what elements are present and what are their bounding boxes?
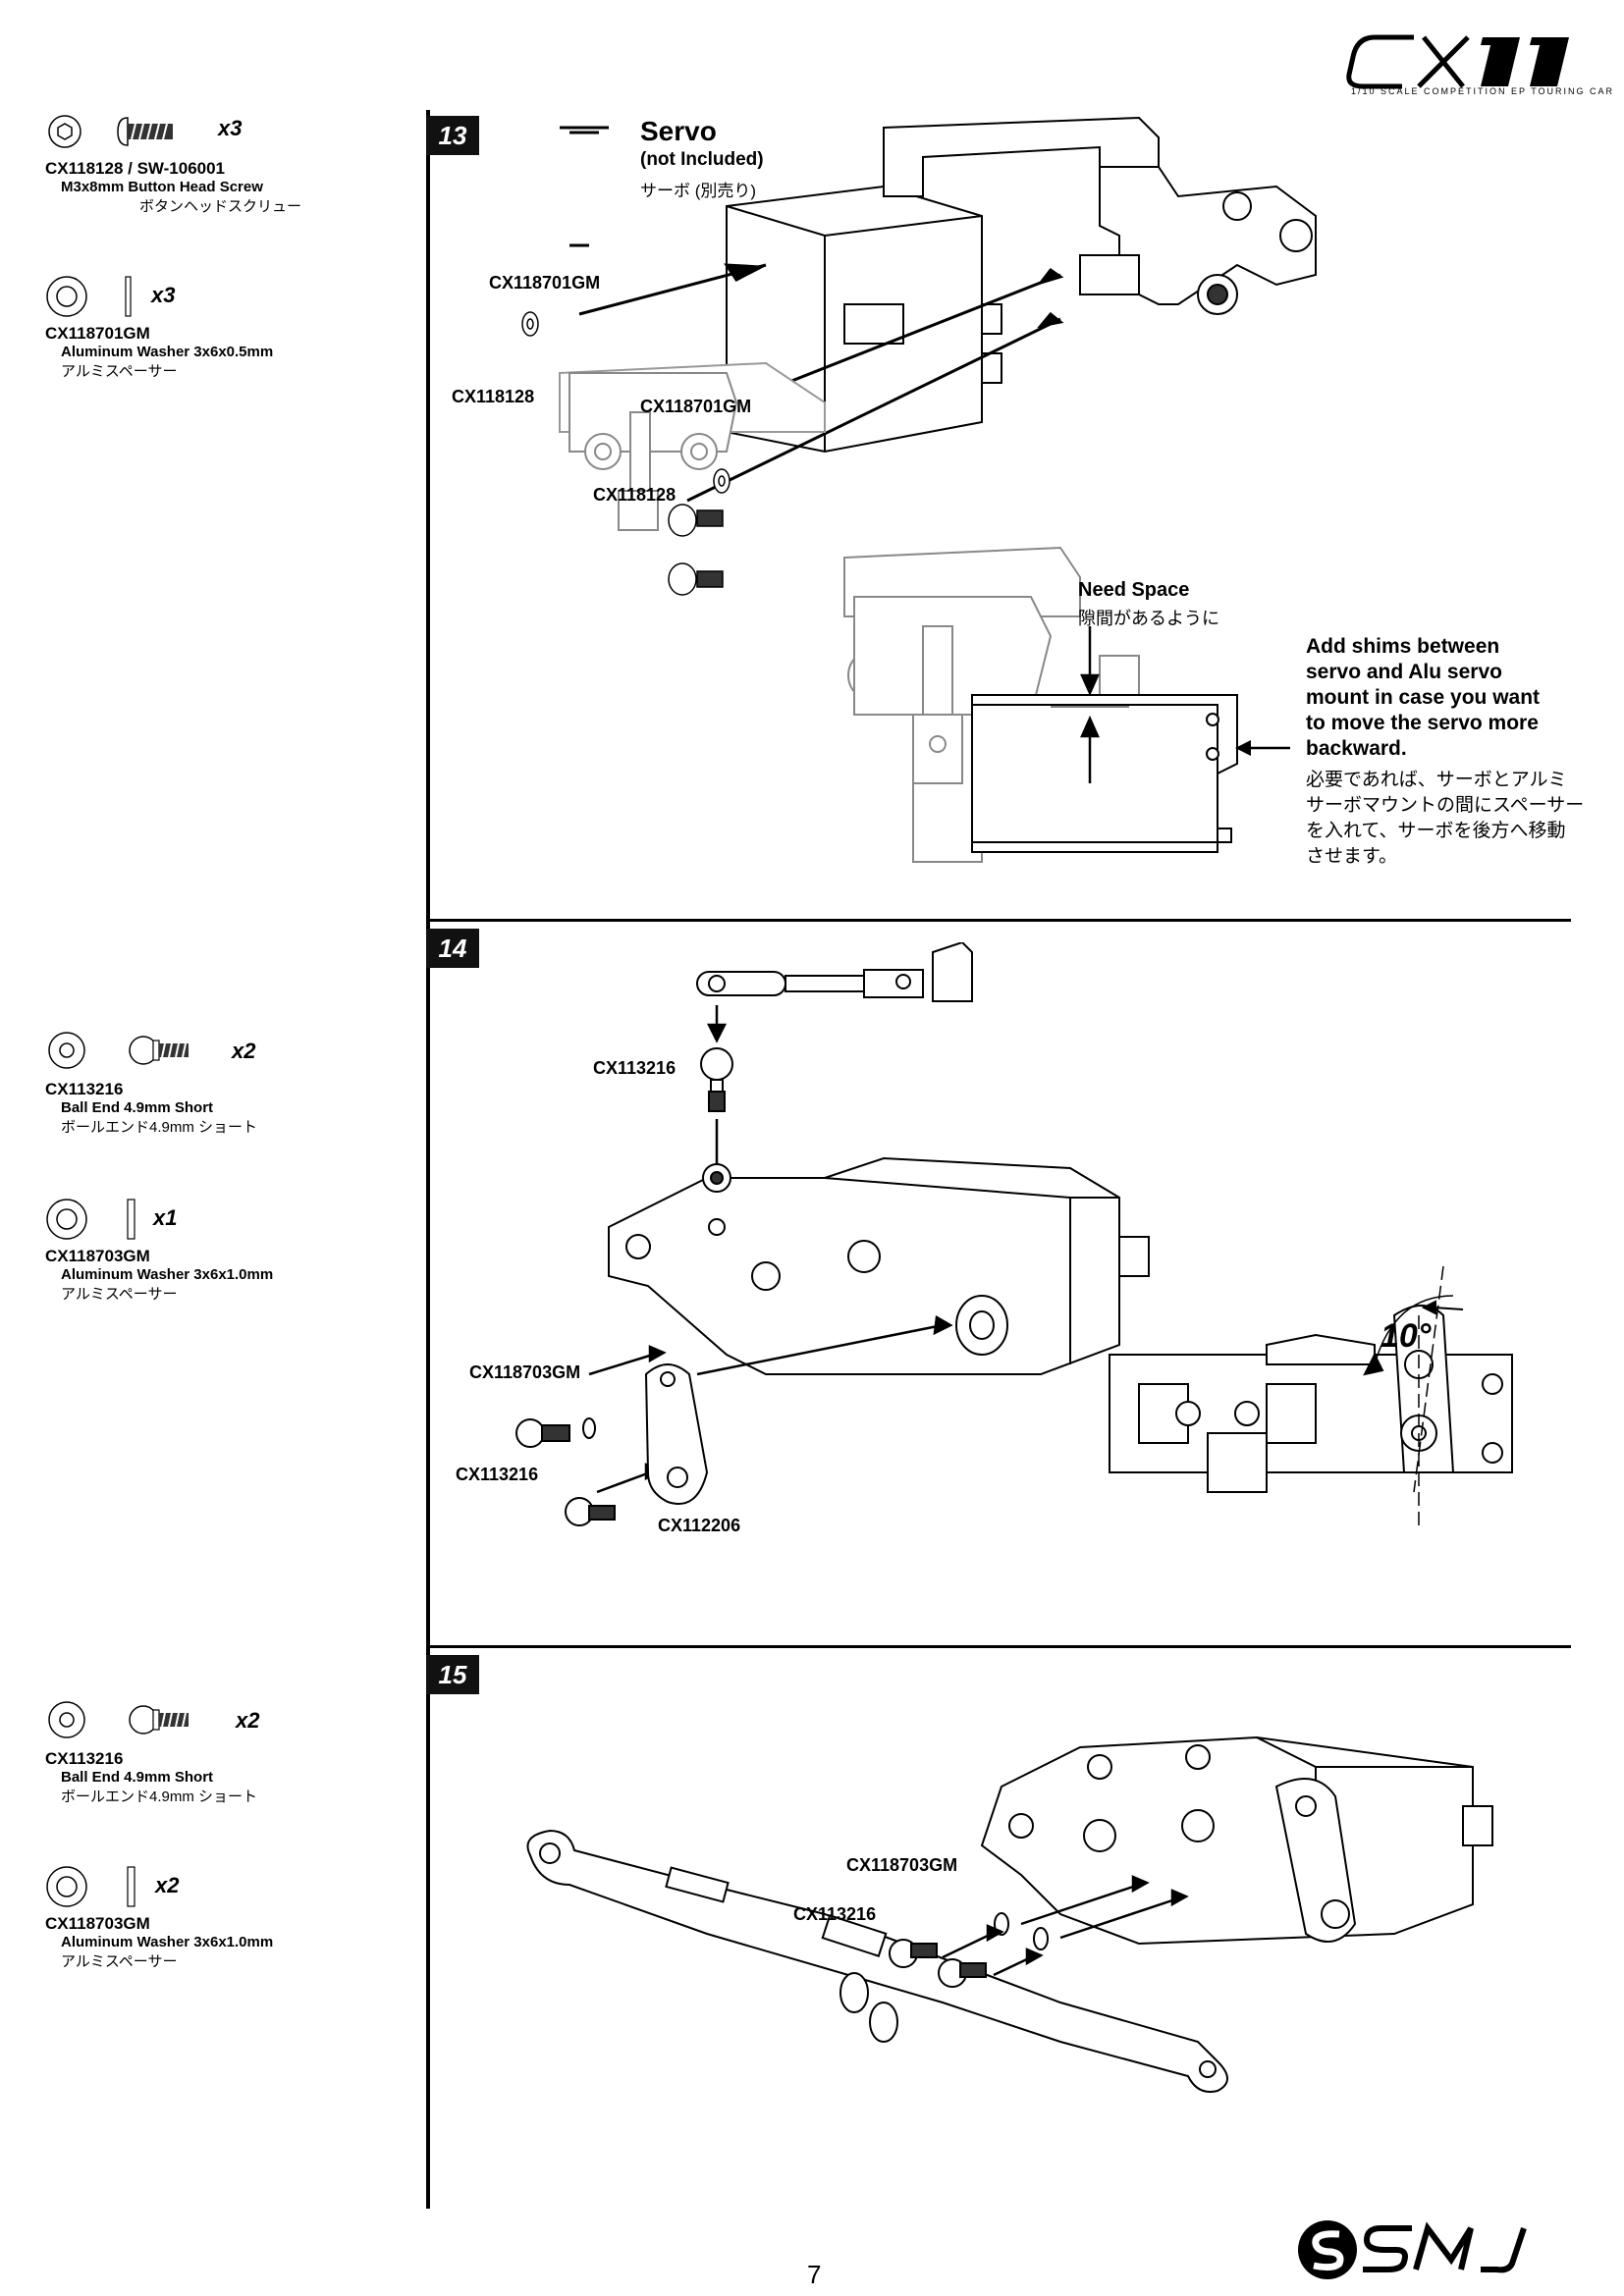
part-desc: Aluminum Washer 3x6x0.5mm — [61, 344, 274, 360]
callout-screw: CX118128 — [452, 387, 535, 406]
part-qty: x3 — [218, 116, 243, 140]
callout-washer: CX118703GM — [469, 1362, 581, 1382]
part-desc-jp: アルミスペーサー — [61, 1953, 178, 1970]
step-badge-14: 14 — [426, 929, 479, 968]
callout-washer: CX118701GM — [640, 397, 752, 416]
washer-icon — [46, 276, 132, 317]
need-space-label: Need Space — [1078, 579, 1190, 601]
part-desc: Aluminum Washer 3x6x1.0mm — [61, 1934, 274, 1950]
part-qty: x1 — [153, 1205, 178, 1230]
part-ball-end: x2 CX113216 Ball End 4.9mm Short ボールエンド4… — [45, 1027, 399, 1137]
part-desc: M3x8mm Button Head Screw — [61, 179, 263, 195]
callout-servo-horn: CX112206 — [658, 1516, 741, 1535]
angle-label: 10° — [1380, 1317, 1432, 1355]
arrow-left-icon — [1235, 740, 1290, 756]
part-desc-jp: ボタンヘッドスクリュー — [139, 198, 302, 215]
part-screw-m3x8: x3 CX118128 / SW-106001 M3x8mm Button He… — [45, 106, 399, 216]
callout-washer: CX118701GM — [489, 273, 601, 293]
callout-screw: CX118128 — [593, 485, 677, 505]
step-badge-15: 15 — [426, 1655, 479, 1694]
part-washer-0-5: x3 CX118701GM Aluminum Washer 3x6x0.5mm … — [45, 271, 399, 381]
part-code: CX118703GM — [45, 1914, 150, 1933]
cx11-logo — [1346, 34, 1569, 89]
part-desc-jp: アルミスペーサー — [61, 1286, 178, 1303]
left-divider — [426, 110, 430, 2209]
part-qty: x2 — [155, 1873, 180, 1897]
need-space-label-jp: 隙間があるように — [1078, 609, 1219, 628]
washer-icon — [46, 1866, 135, 1907]
shim-note-jp: 必要であれば、サーボとアルミ サーボマウントの間にスペーサー を入れて、サーボを… — [1306, 770, 1585, 867]
part-qty: x2 — [236, 1708, 260, 1733]
part-desc: Aluminum Washer 3x6x1.0mm — [61, 1266, 274, 1283]
ball-end-icon — [48, 1701, 189, 1738]
part-code: CX118703GM — [45, 1247, 150, 1265]
servo-subtitle: (not Included) — [640, 149, 764, 170]
button-head-screw-icon — [48, 115, 173, 148]
part-desc: Ball End 4.9mm Short — [61, 1099, 214, 1116]
part-washer-1-0: x1 CX118703GM Aluminum Washer 3x6x1.0mm … — [45, 1194, 399, 1304]
step14-servo-horn-diagram — [515, 942, 1513, 1531]
part-desc-jp: ボールエンド4.9mm ショート — [61, 1789, 258, 1805]
ball-end-icon — [48, 1032, 189, 1069]
smj-logo — [1298, 2220, 1527, 2279]
washer-icon — [46, 1199, 135, 1240]
servo-subtitle-jp: サーボ (別売り) — [640, 182, 757, 200]
part-qty: x2 — [232, 1039, 256, 1063]
callout-ball-end: CX113216 — [793, 1904, 877, 1924]
tagline: 1/10 SCALE COMPETITION EP TOURING CAR — [1351, 86, 1615, 96]
callout-ball-end: CX113216 — [593, 1058, 677, 1078]
part-desc-jp: ボールエンド4.9mm ショート — [61, 1119, 258, 1136]
step-badge-13: 13 — [426, 116, 479, 155]
part-desc-jp: アルミスペーサー — [61, 363, 178, 380]
part-code: CX118128 / SW-106001 — [45, 159, 226, 178]
step15-steering-link-diagram — [526, 1735, 1493, 2093]
part-washer-1-0: x2 CX118703GM Aluminum Washer 3x6x1.0mm … — [45, 1861, 399, 1971]
part-desc: Ball End 4.9mm Short — [61, 1769, 214, 1786]
shim-note: Add shims between servo and Alu servo mo… — [1306, 635, 1541, 760]
part-qty: x3 — [151, 283, 176, 307]
page-number: 7 — [807, 2260, 822, 2289]
part-ball-end: x2 CX113216 Ball End 4.9mm Short ボールエンド4… — [45, 1696, 399, 1806]
step13-need-space-inset — [843, 546, 1238, 863]
step-divider-15 — [426, 1645, 1571, 1648]
callout-ball-end: CX113216 — [456, 1465, 539, 1484]
step13-servo-mount-diagram — [521, 116, 1317, 596]
callout-washer: CX118703GM — [846, 1855, 958, 1875]
servo-title: Servo — [640, 116, 717, 146]
part-code: CX113216 — [45, 1080, 124, 1098]
part-code: CX118701GM — [45, 324, 150, 343]
step-divider-14 — [426, 919, 1571, 922]
part-code: CX113216 — [45, 1749, 124, 1768]
